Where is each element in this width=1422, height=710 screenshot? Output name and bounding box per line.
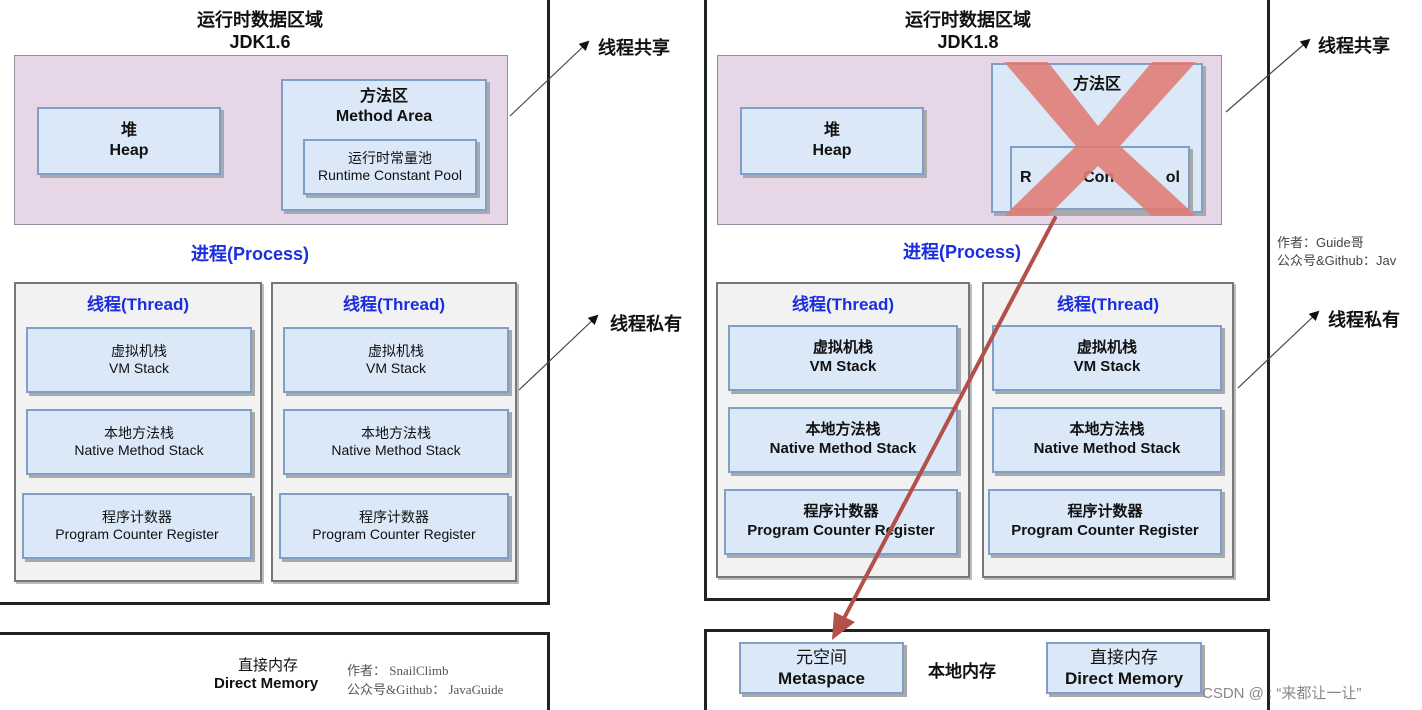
pc-register-zh: 程序计数器 <box>1067 503 1143 521</box>
method-area-label-en: Method Area <box>335 108 433 125</box>
vm-stack-zh: 虚拟机栈 <box>1076 339 1137 357</box>
left-credit: 作者： SnailClimb 公众号&Github： JavaGuide <box>347 662 503 700</box>
constant-pool-label-zh: 运行时常量池 <box>348 149 432 166</box>
pc-register-box: 程序计数器 Program Counter Register <box>22 493 252 559</box>
vm-stack-zh: 虚拟机栈 <box>812 339 873 357</box>
native-stack-zh: 本地方法栈 <box>1069 421 1145 439</box>
left-direct-memory-en: Direct Memory <box>214 675 319 692</box>
native-stack-box: 本地方法栈 Native Method Stack <box>283 409 509 475</box>
vm-stack-box: 虚拟机栈 VM Stack <box>26 327 252 393</box>
heap-label-en: Heap <box>812 142 852 159</box>
pc-register-zh: 程序计数器 <box>359 508 429 525</box>
pc-register-box: 程序计数器 Program Counter Register <box>724 489 958 555</box>
right-title-jdk: JDK1.8 <box>937 32 999 52</box>
left-heap-box: 堆 Heap <box>37 107 221 175</box>
credit-author: 作者： SnailClimb <box>347 663 449 678</box>
native-memory-label: 本地内存 <box>928 662 996 681</box>
pc-register-en: Program Counter Register <box>1011 522 1199 539</box>
left-title-jdk: JDK1.6 <box>229 32 291 52</box>
right-title-zh: 运行时数据区域 <box>905 10 1031 30</box>
right-constant-pool-box: R Con ol <box>1010 146 1190 210</box>
heap-label-en: Heap <box>109 142 149 159</box>
right-private-label: 线程私有 <box>1328 310 1400 330</box>
native-stack-box: 本地方法栈 Native Method Stack <box>992 407 1222 473</box>
vm-stack-en: VM Stack <box>109 360 169 376</box>
heap-label-zh: 堆 <box>823 122 840 139</box>
metaspace-zh: 元空间 <box>796 647 847 667</box>
vm-stack-box: 虚拟机栈 VM Stack <box>283 327 509 393</box>
right-shared-label: 线程共享 <box>1318 36 1390 56</box>
heap-label-zh: 堆 <box>120 122 137 139</box>
native-stack-zh: 本地方法栈 <box>104 424 174 441</box>
right-credit: 作者：Guide哥 公众号&Github：Jav <box>1277 234 1422 270</box>
constant-pool-partial-right: ol <box>1165 169 1180 186</box>
vm-stack-zh: 虚拟机栈 <box>368 342 424 359</box>
pc-register-box: 程序计数器 Program Counter Register <box>988 489 1222 555</box>
direct-memory-en: Direct Memory <box>1064 669 1184 688</box>
left-constant-pool-box: 运行时常量池 Runtime Constant Pool <box>303 139 477 195</box>
method-area-label-zh: 方法区 <box>359 88 408 105</box>
native-stack-en: Native Method Stack <box>74 442 204 458</box>
left-direct-memory-zh: 直接内存 <box>238 657 299 674</box>
constant-pool-partial-mid: Con <box>1083 169 1115 186</box>
thread-title: 线程(Thread) <box>343 295 445 314</box>
constant-pool-label-en: Runtime Constant Pool <box>318 167 462 183</box>
thread-title: 线程(Thread) <box>1057 295 1159 314</box>
direct-memory-zh: 直接内存 <box>1090 647 1158 667</box>
thread-title: 线程(Thread) <box>792 295 894 314</box>
csdn-watermark: CSDN @ : “来都让一让” <box>1202 685 1362 702</box>
vm-stack-zh: 虚拟机栈 <box>111 342 167 359</box>
native-stack-zh: 本地方法栈 <box>361 424 431 441</box>
left-shared-label: 线程共享 <box>598 38 670 58</box>
credit-author: 作者：Guide哥 <box>1277 235 1364 250</box>
native-stack-zh: 本地方法栈 <box>805 421 881 439</box>
credit-account: 公众号&Github： JavaGuide <box>347 681 504 697</box>
pc-register-en: Program Counter Register <box>747 522 935 539</box>
vm-stack-en: VM Stack <box>809 358 877 375</box>
pc-register-zh: 程序计数器 <box>102 508 172 525</box>
thread-title: 线程(Thread) <box>87 295 189 314</box>
native-stack-en: Native Method Stack <box>1033 440 1181 457</box>
vm-stack-box: 虚拟机栈 VM Stack <box>992 325 1222 391</box>
left-process-label: 进程(Process) <box>190 244 310 264</box>
method-area-partial-label: 方法区 <box>1072 76 1121 93</box>
metaspace-en: Metaspace <box>778 669 865 688</box>
vm-stack-box: 虚拟机栈 VM Stack <box>728 325 958 391</box>
pc-register-en: Program Counter Register <box>55 526 219 542</box>
native-stack-en: Native Method Stack <box>331 442 461 458</box>
right-process-label: 进程(Process) <box>902 242 1022 262</box>
constant-pool-partial-left: R <box>1020 169 1032 186</box>
left-title-zh: 运行时数据区域 <box>197 10 323 30</box>
pc-register-en: Program Counter Register <box>312 526 476 542</box>
native-stack-en: Native Method Stack <box>769 440 917 457</box>
metaspace-box: 元空间 Metaspace <box>739 642 904 694</box>
right-heap-box: 堆 Heap <box>740 107 924 175</box>
pc-register-box: 程序计数器 Program Counter Register <box>279 493 509 559</box>
pc-register-zh: 程序计数器 <box>803 503 879 521</box>
left-direct-memory-area <box>0 632 550 710</box>
direct-memory-box: 直接内存 Direct Memory <box>1046 642 1202 694</box>
native-stack-box: 本地方法栈 Native Method Stack <box>26 409 252 475</box>
native-stack-box: 本地方法栈 Native Method Stack <box>728 407 958 473</box>
vm-stack-en: VM Stack <box>1073 358 1141 375</box>
left-private-label: 线程私有 <box>610 314 682 334</box>
vm-stack-en: VM Stack <box>366 360 426 376</box>
credit-account: 公众号&Github：Jav <box>1277 253 1397 269</box>
